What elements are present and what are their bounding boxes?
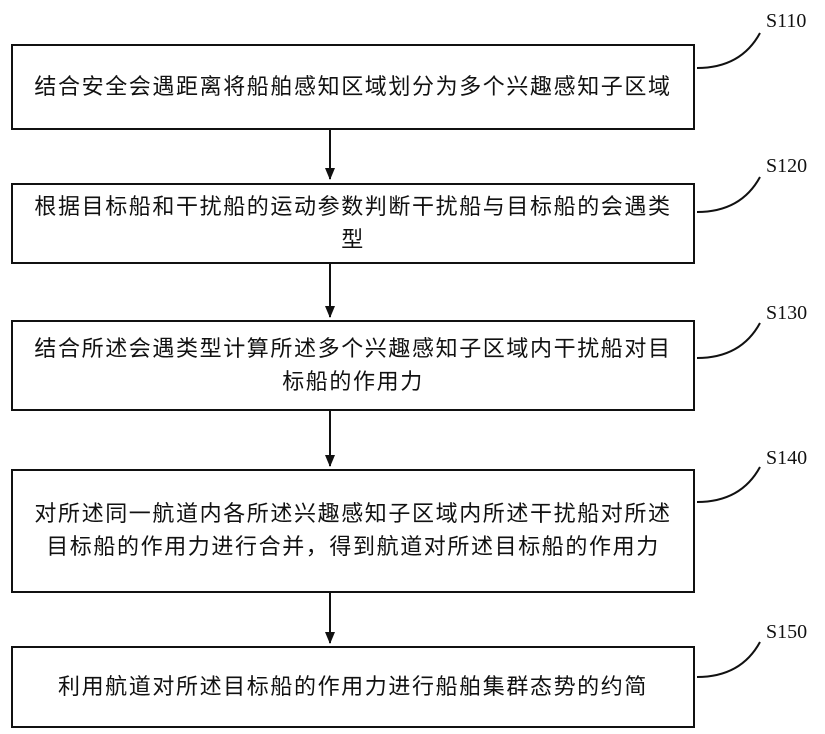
leader-curve-s120 (697, 177, 760, 212)
step-text: 结合所述会遇类型计算所述多个兴趣感知子区域内干扰船对目标船的作用力 (23, 333, 683, 399)
step-box-s140: 对所述同一航道内各所述兴趣感知子区域内所述干扰船对所述目标船的作用力进行合并，得… (11, 469, 695, 593)
step-label: S140 (766, 447, 807, 470)
leader-curve-s130 (697, 323, 760, 358)
step-text: 利用航道对所述目标船的作用力进行船舶集群态势的约简 (23, 671, 683, 704)
step-text: 结合安全会遇距离将船舶感知区域划分为多个兴趣感知子区域 (23, 71, 683, 104)
step-text: 对所述同一航道内各所述兴趣感知子区域内所述干扰船对所述目标船的作用力进行合并，得… (23, 498, 683, 564)
step-text: 根据目标船和干扰船的运动参数判断干扰船与目标船的会遇类型 (23, 191, 683, 257)
step-label: S120 (766, 155, 807, 178)
leader-curve-s110 (697, 33, 760, 68)
step-box-s120: 根据目标船和干扰船的运动参数判断干扰船与目标船的会遇类型 (11, 183, 695, 264)
leader-curve-s140 (697, 467, 760, 502)
step-label: S110 (766, 10, 806, 33)
step-label: S150 (766, 621, 807, 644)
step-box-s130: 结合所述会遇类型计算所述多个兴趣感知子区域内干扰船对目标船的作用力 (11, 320, 695, 411)
step-box-s110: 结合安全会遇距离将船舶感知区域划分为多个兴趣感知子区域 (11, 44, 695, 130)
step-box-s150: 利用航道对所述目标船的作用力进行船舶集群态势的约简 (11, 646, 695, 728)
step-label: S130 (766, 302, 807, 325)
leader-curve-s150 (697, 642, 760, 677)
